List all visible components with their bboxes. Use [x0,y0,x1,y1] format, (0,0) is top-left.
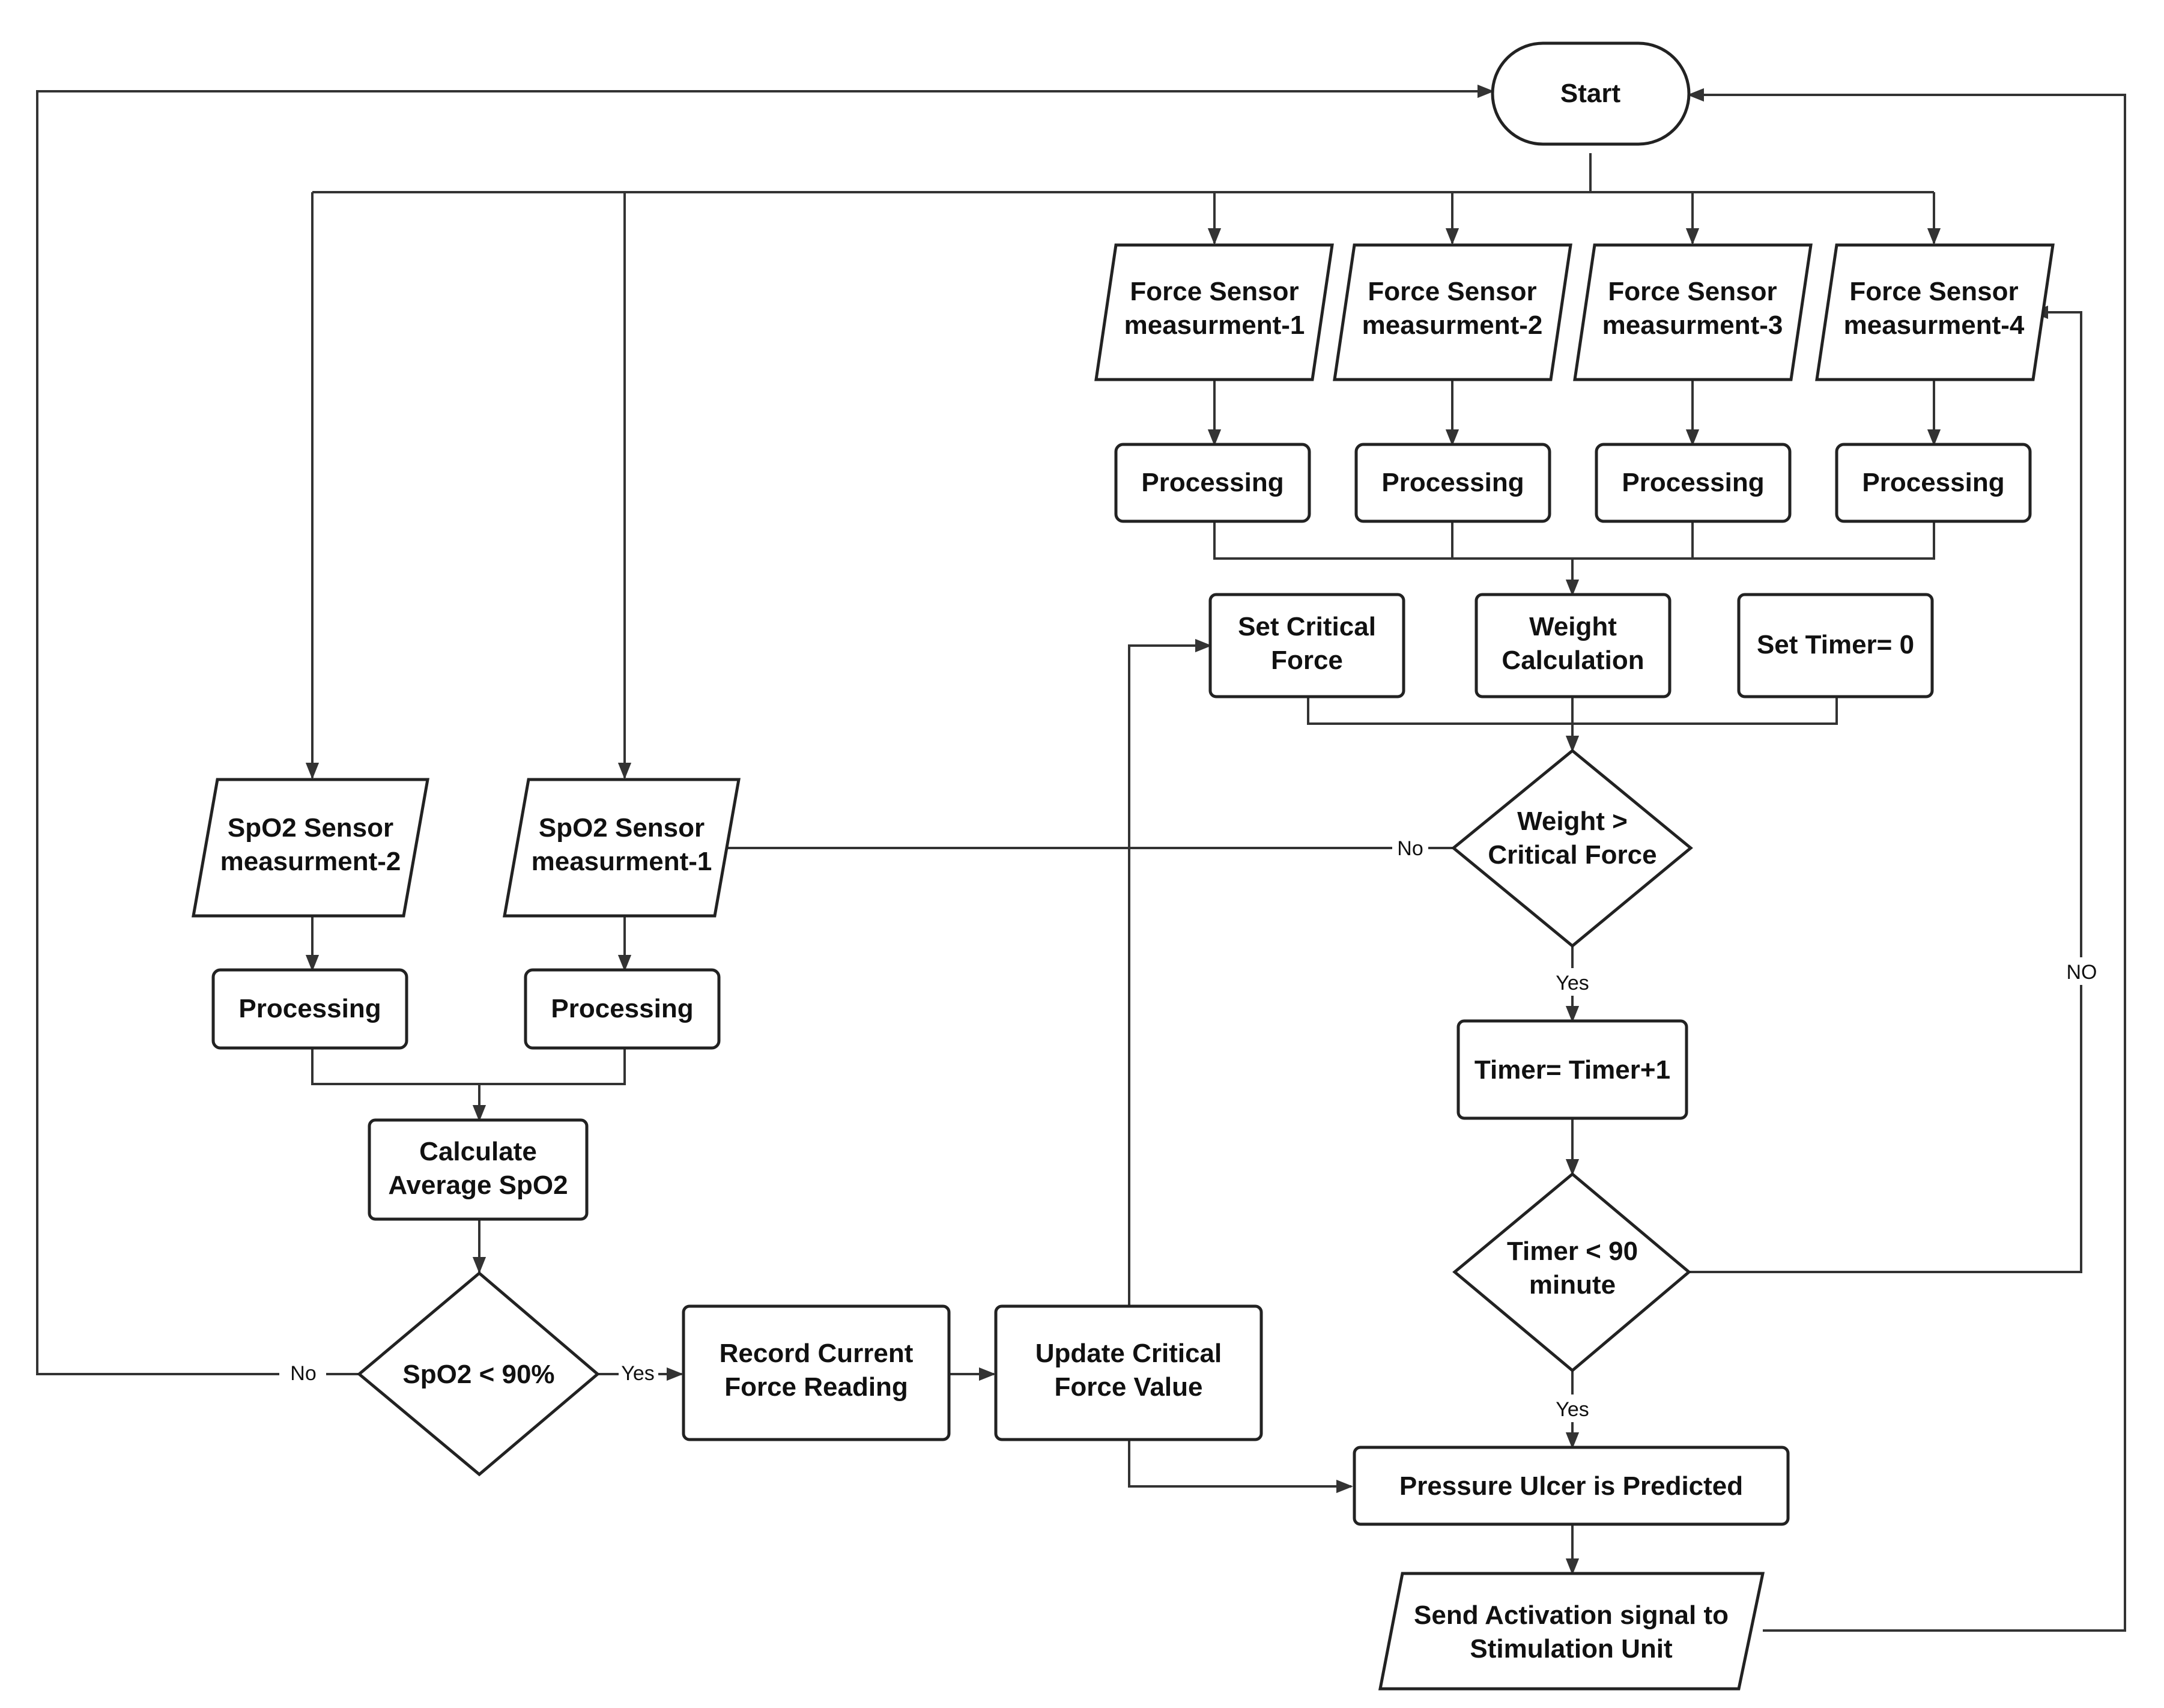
edge-update-predicted [1128,1440,1353,1494]
edge-labels: No Yes NO Yes No Yes [279,834,2100,1422]
spo2-sensor-1-shape [503,778,741,918]
spo2-yes-label: Yes [621,1362,654,1385]
edge-timer-no [1689,305,2082,1273]
spo2-no-label: No [290,1362,316,1385]
timer-yes-label: Yes [1556,1398,1589,1421]
force-sensor-1-shape [1094,243,1334,381]
processing-spo2-1-label: Processing [551,994,693,1023]
processing-force-4-label: Processing [1862,468,2004,497]
weight-decision-label: Weight >Critical Force [1488,807,1656,870]
start-terminal [1491,41,1691,146]
update-force-shape [994,1304,1263,1441]
set-timer-shape [1737,593,1934,698]
weight-calculation-shape [1474,593,1671,698]
connectors [36,84,2126,1632]
record-force-shape [682,1304,951,1441]
timer-increment-label: Timer= Timer+1 [1474,1055,1670,1085]
processing-force-2-shape [1354,443,1551,523]
edge-signal-start [1687,88,2126,1632]
processing-force-1-label: Processing [1141,468,1284,497]
edge-spo2-merge [311,1048,626,1085]
spo2-decision-shape [357,1271,600,1477]
pressure-ulcer-predicted-label: Pressure Ulcer is Predicted [1399,1471,1743,1501]
edge-update-setcritical [1128,638,1212,1306]
weight-decision-shape [1451,748,1693,948]
processing-force-2-label: Processing [1381,468,1524,497]
processing-spo2-2-label: Processing [238,994,381,1023]
timer-decision-shape [1452,1172,1691,1373]
force-sensor-3-shape [1573,243,1813,381]
processing-spo2-2-shape [211,968,408,1050]
processing-spo2-1-shape [524,968,721,1050]
edge-proc-merge [1213,521,1935,560]
spo2-decision-label: SpO2 < 90% [402,1360,554,1389]
timer-increment-shape [1456,1019,1688,1120]
pressure-ulcer-predicted-shape [1353,1446,1790,1526]
edge-spo2-no [36,84,1494,1375]
timer-no-label: NO [2067,961,2097,984]
set-critical-force-shape [1208,593,1405,698]
weight-no-label: No [1397,837,1423,860]
spo2-sensor-2-shape [192,778,429,918]
send-signal-shape [1378,1572,1765,1691]
force-sensor-2-shape [1333,243,1572,381]
start-label: Start [1560,79,1621,108]
processing-force-3-label: Processing [1622,468,1764,497]
processing-force-1-shape [1114,443,1311,523]
set-timer-label: Set Timer= 0 [1757,630,1914,659]
processing-force-4-shape [1835,443,2032,523]
force-sensor-4-shape [1815,243,2055,381]
calculate-average-shape [368,1118,589,1221]
weight-yes-label: Yes [1556,972,1589,995]
shapes [192,41,2055,1691]
processing-force-3-shape [1595,443,1792,523]
edge-start-bus [312,153,1934,193]
